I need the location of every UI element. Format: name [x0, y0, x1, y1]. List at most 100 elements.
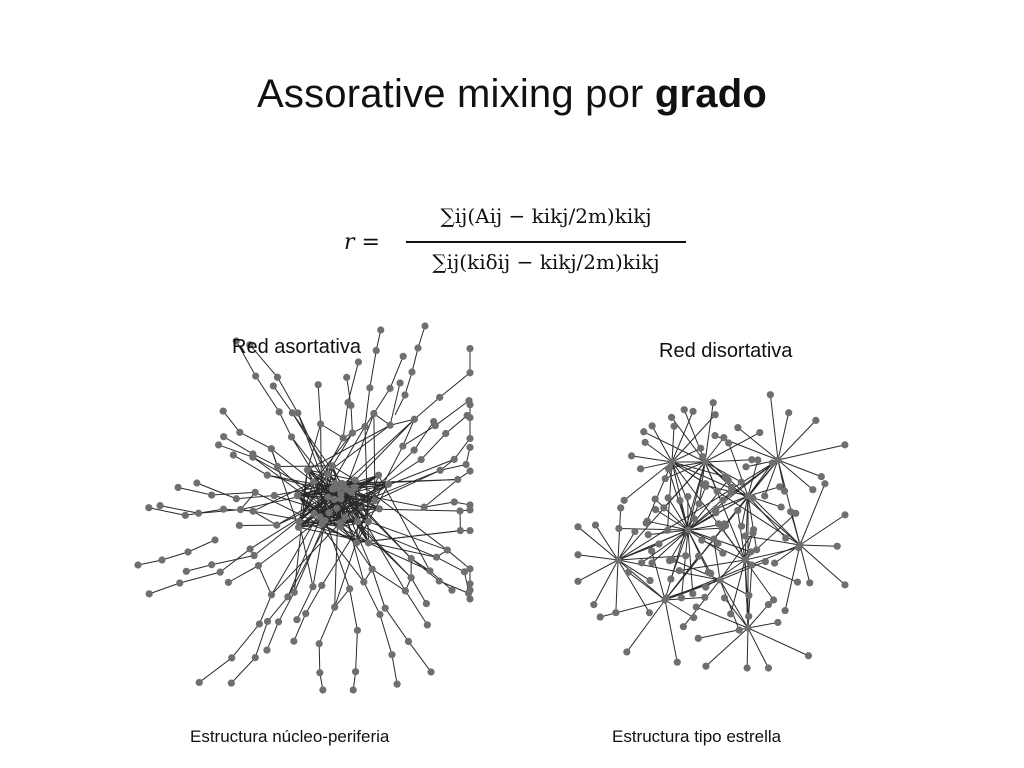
left-network-caption: Estructura núcleo-periferia	[190, 727, 390, 746]
network-edge	[764, 459, 779, 497]
network-node	[443, 546, 451, 554]
network-edge	[291, 436, 333, 490]
network-edge	[747, 621, 778, 629]
network-node	[328, 462, 336, 470]
network-node	[743, 664, 751, 672]
network-node	[219, 407, 227, 415]
fraction-bar	[406, 241, 686, 243]
network-node	[812, 416, 820, 425]
network-node	[351, 668, 360, 676]
network-edge	[752, 497, 801, 546]
network-node	[796, 541, 804, 549]
network-edge	[704, 461, 742, 483]
network-node	[208, 491, 216, 499]
network-edge	[687, 461, 706, 531]
network-node	[224, 578, 232, 586]
network-node	[319, 686, 327, 694]
network-edge	[369, 350, 377, 388]
network-edge	[296, 586, 314, 620]
network-node	[227, 679, 235, 687]
network-node	[781, 606, 789, 615]
network-edge	[704, 402, 714, 463]
network-node	[421, 322, 429, 330]
network-node	[675, 567, 683, 575]
network-edge	[355, 630, 358, 672]
network-node	[330, 495, 339, 503]
network-node	[702, 583, 710, 591]
network-node	[774, 456, 782, 464]
network-node	[246, 341, 254, 349]
assortativity-formula: r = ∑ij(Aij − kikj/2m)kikj ∑ij(kiδij − k…	[344, 200, 704, 290]
network-node	[774, 618, 782, 627]
network-node	[174, 483, 182, 492]
network-node	[833, 542, 841, 550]
network-edge	[655, 509, 689, 531]
network-edge	[186, 564, 212, 572]
network-edge	[577, 559, 619, 582]
network-edge	[306, 469, 351, 590]
network-node	[236, 505, 245, 514]
network-edge	[651, 550, 666, 601]
network-node	[644, 531, 652, 539]
right-network-label: Red disortativa	[659, 340, 793, 362]
network-edge	[631, 455, 673, 463]
network-node	[748, 561, 756, 569]
network-edge	[148, 507, 186, 516]
network-edge	[664, 599, 694, 619]
network-node	[753, 546, 761, 554]
network-edge	[593, 559, 619, 605]
network-node	[251, 653, 259, 662]
network-edge	[414, 397, 440, 420]
network-node	[741, 556, 749, 564]
network-node	[450, 498, 458, 506]
network-node	[464, 589, 473, 597]
network-edge	[799, 544, 846, 586]
network-edge	[719, 532, 754, 581]
network-node	[232, 337, 240, 345]
network-edge	[252, 481, 314, 512]
network-node	[727, 483, 735, 491]
network-node	[668, 556, 676, 564]
network-edge	[640, 461, 673, 470]
network-node	[701, 593, 709, 601]
network-edge	[313, 426, 366, 515]
network-edge	[671, 411, 694, 463]
network-edge	[643, 431, 706, 463]
network-node	[596, 613, 604, 621]
network-node	[466, 401, 474, 409]
network-edge	[600, 599, 666, 618]
network-node	[720, 434, 728, 442]
network-node	[466, 434, 474, 443]
network-node	[331, 603, 339, 611]
network-edge	[424, 501, 455, 508]
network-node	[371, 497, 379, 505]
network-edge	[728, 442, 749, 497]
network-edge	[628, 571, 666, 601]
formula-lhs: r =	[344, 230, 380, 255]
network-node	[454, 475, 462, 484]
network-node	[314, 381, 322, 389]
network-edge	[254, 621, 269, 658]
network-node	[761, 557, 770, 566]
network-edge	[744, 495, 749, 561]
left-network-label: Red asortativa	[232, 336, 361, 358]
network-edge	[436, 556, 465, 573]
network-edge	[617, 531, 636, 561]
network-edge	[373, 413, 376, 501]
network-node	[785, 409, 793, 417]
network-edge	[368, 542, 431, 572]
network-node	[333, 504, 341, 512]
network-edge	[696, 606, 749, 629]
network-node	[660, 504, 668, 512]
network-edge	[255, 375, 280, 413]
network-edge	[617, 559, 721, 581]
network-edge	[271, 448, 314, 483]
network-node	[219, 505, 228, 513]
network-edge	[379, 614, 393, 655]
network-edge	[445, 415, 468, 434]
network-node	[574, 577, 582, 585]
network-node	[466, 501, 474, 509]
network-edge	[161, 551, 189, 561]
network-edge	[671, 461, 727, 478]
